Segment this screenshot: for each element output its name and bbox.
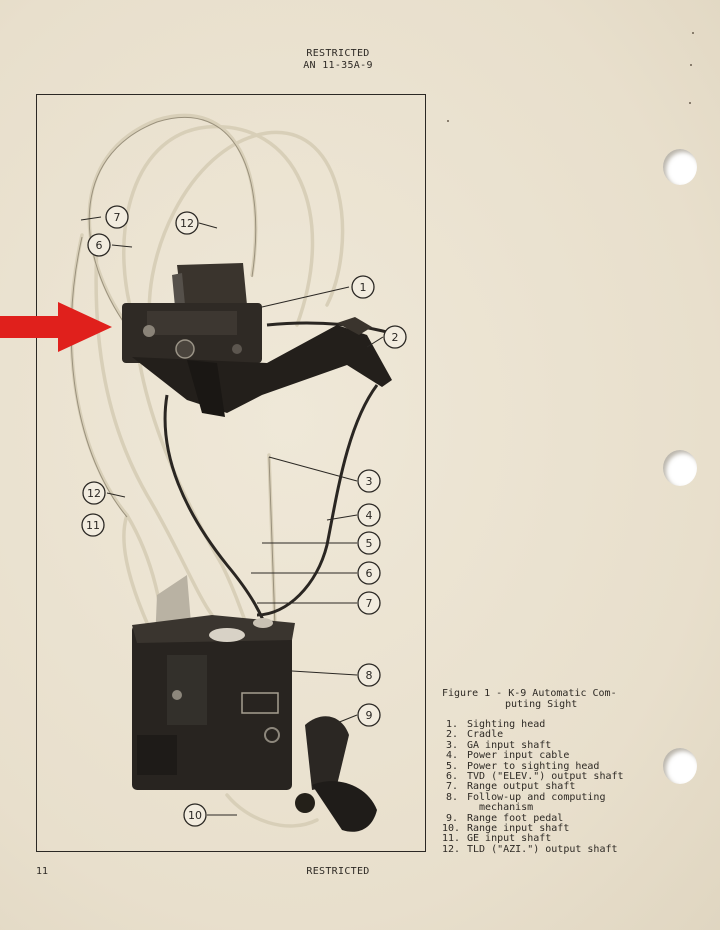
legend-item-text: Range foot pedal — [467, 812, 564, 824]
leader-lines — [80, 216, 384, 816]
callout-2: 2 — [392, 331, 399, 344]
footer-classification: RESTRICTED — [306, 866, 370, 877]
legend-item-number: 7. — [445, 781, 458, 793]
legend-item-number: 8. — [445, 791, 458, 803]
legend-item-number: 5. — [445, 760, 458, 772]
legend-item: 7. Range output shaft — [442, 781, 624, 793]
callout-11: 11 — [86, 519, 100, 532]
legend-item-number: 9. — [445, 812, 458, 824]
legend-item-number: 3. — [445, 739, 458, 751]
header-document-number: AN 11-35A-9 — [303, 60, 373, 71]
legend-item-number: 6. — [445, 771, 458, 783]
caption-line-2: puting Sight — [505, 699, 578, 710]
callout-3: 3 — [366, 475, 373, 488]
callout-12-lower: 12 — [87, 487, 101, 500]
callout-numbers: 7 12 6 1 2 3 12 4 11 5 6 7 8 9 10 — [86, 211, 399, 822]
legend-item: 11. GE input shaft — [442, 833, 624, 845]
legend-item-number: 4. — [445, 750, 458, 762]
legend-item: 1. Sighting head — [442, 719, 624, 730]
legend-item: 4. Power input cable — [442, 750, 624, 762]
legend-item-text: Range input shaft — [467, 823, 570, 835]
header-classification: RESTRICTED — [306, 48, 370, 59]
legend-item-text: Range output shaft — [467, 781, 576, 793]
legend-item: 5. Power to sighting head — [442, 760, 624, 772]
paper-speck — [447, 120, 449, 122]
legend-item-text: TLD ("AZI.") output shaft — [467, 843, 618, 855]
legend-item-text: Sighting head — [467, 719, 546, 730]
callout-1: 1 — [360, 281, 367, 294]
legend-item-text: Power to sighting head — [467, 760, 600, 772]
red-pointer-arrow-icon — [0, 302, 112, 352]
legend-item: 10. Range input shaft — [442, 823, 624, 835]
legend-item: 6. TVD ("ELEV.") output shaft — [442, 771, 624, 783]
legend-item-number: 12. — [442, 843, 461, 855]
binder-hole-middle — [663, 450, 697, 486]
sighting-head — [122, 263, 262, 363]
figure-caption: Figure 1 - K-9 Automatic Com- puting Sig… — [442, 688, 617, 710]
legend-item-text: GA input shaft — [467, 739, 552, 751]
figure-frame: 7 12 6 1 2 3 12 4 11 5 6 7 8 9 10 — [36, 94, 426, 852]
callout-circles — [81, 205, 407, 827]
binder-hole-bottom — [663, 748, 697, 784]
callout-8: 8 — [366, 669, 373, 682]
legend-item-number: 2. — [445, 729, 458, 741]
callout-7-lower: 7 — [366, 597, 373, 610]
range-foot-pedal — [295, 716, 377, 832]
callout-12-upper: 12 — [180, 217, 194, 230]
paper-speck — [690, 64, 692, 66]
legend-item-text: Cradle — [467, 729, 504, 741]
legend-item: 3. GA input shaft — [442, 739, 624, 751]
legend-item-number: 10. — [442, 823, 461, 835]
computing-mechanism — [132, 575, 295, 790]
legend-item-number: 11. — [442, 833, 461, 845]
callout-10: 10 — [188, 809, 202, 822]
callout-6-lower: 6 — [366, 567, 373, 580]
legend-item-text: TVD ("ELEV.") output shaft — [467, 771, 624, 783]
paper-speck — [692, 32, 694, 34]
legend-item: 12. TLD ("AZI.") output shaft — [442, 843, 624, 855]
legend-item-text: GE input shaft — [467, 833, 552, 845]
binder-hole-top — [663, 149, 697, 185]
callout-4: 4 — [366, 509, 373, 522]
legend-item-text: Power input cable — [467, 750, 570, 762]
callout-7-upper: 7 — [114, 211, 121, 224]
legend-item-continuation: mechanism — [479, 802, 534, 814]
cradle — [132, 317, 392, 417]
footer-page-number: 11 — [36, 866, 49, 877]
callout-5: 5 — [366, 537, 373, 550]
callout-9: 9 — [366, 709, 373, 722]
k9-sight-illustration: 7 12 6 1 2 3 12 4 11 5 6 7 8 9 10 — [69, 113, 407, 832]
callout-6-upper: 6 — [96, 239, 103, 252]
legend-item: 2. Cradle — [442, 729, 624, 741]
legend-item-text: Follow-up and computing — [467, 791, 606, 803]
legend-item: 9. Range foot pedal — [442, 812, 624, 824]
caption-line-1: Figure 1 - K-9 Automatic Com- — [442, 688, 617, 699]
legend-item-number: 1. — [445, 719, 458, 730]
paper-speck — [689, 102, 691, 104]
